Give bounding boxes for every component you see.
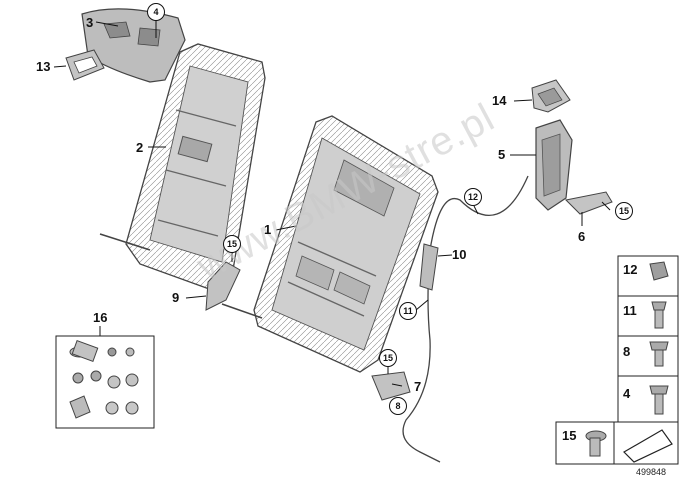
callout-5: 5	[498, 147, 506, 162]
callout-1: 1	[264, 222, 272, 237]
callout-6: 6	[578, 229, 586, 244]
callout-13: 13	[36, 59, 51, 74]
bracket-13-part	[65, 49, 105, 81]
hinge-bracket-9-part	[205, 261, 241, 311]
latch-bracket-7-part	[371, 371, 411, 401]
legend-item-11: 11	[623, 303, 637, 318]
circled-ref-15: 15	[223, 235, 241, 253]
release-cable-part	[402, 175, 529, 463]
circled-ref-11: 11	[399, 302, 417, 320]
diagram-id: 499848	[635, 467, 666, 477]
circled-ref-15: 15	[379, 349, 397, 367]
handle-cap-14-part	[531, 79, 571, 113]
callout-9: 9	[172, 290, 180, 305]
legend-item-15: 15	[562, 428, 577, 443]
callout-2: 2	[136, 140, 144, 155]
fastener-legend	[555, 255, 679, 465]
backrest-frame-left-part	[99, 43, 266, 291]
callout-10: 10	[452, 247, 467, 262]
kit-16-box	[55, 335, 155, 429]
lock-housing-5-part	[535, 119, 573, 211]
lock-bracket-6-part	[564, 191, 613, 215]
circled-ref-8: 8	[389, 397, 407, 415]
circled-ref-12: 12	[464, 188, 482, 206]
leader-lines	[53, 21, 611, 387]
legend-item-8: 8	[623, 344, 631, 359]
backrest-frame-main-part	[221, 115, 439, 373]
callout-3: 3	[86, 15, 94, 30]
legend-item-4: 4	[623, 386, 631, 401]
callout-16: 16	[93, 310, 108, 325]
legend-item-12: 12	[623, 262, 638, 277]
callout-14: 14	[492, 93, 507, 108]
circled-ref-4: 4	[147, 3, 165, 21]
callout-7: 7	[414, 379, 422, 394]
circled-ref-15: 15	[615, 202, 633, 220]
